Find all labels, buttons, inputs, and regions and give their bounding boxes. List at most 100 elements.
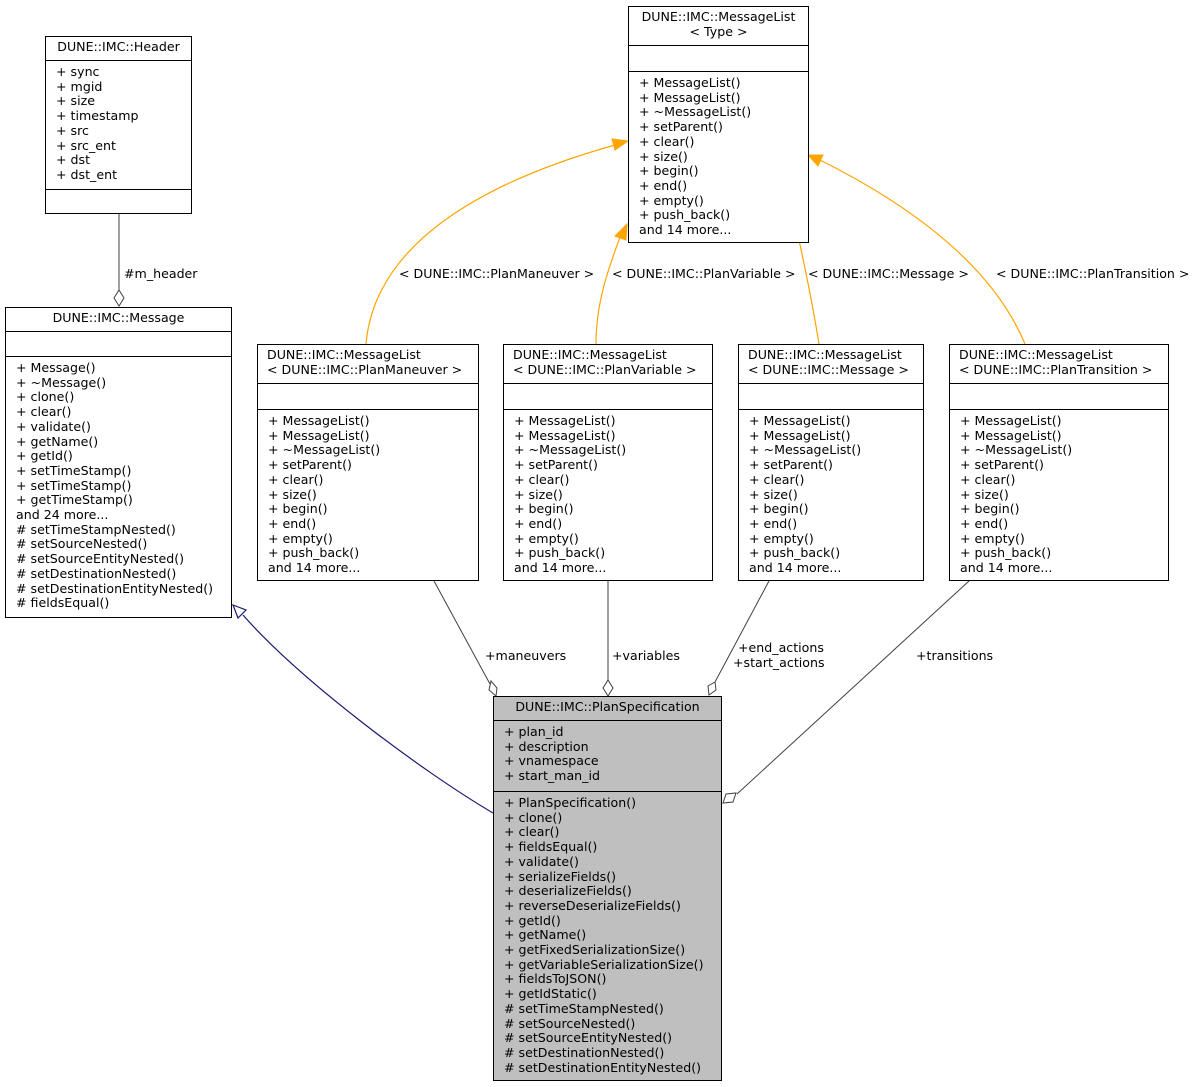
- class-message-operations-line: + getId(): [16, 448, 73, 464]
- class-messagelist-plan-maneuver[interactable]: DUNE::IMC::MessageList< DUNE::IMC::PlanM…: [257, 344, 479, 581]
- edge-label-m-header: #m_header: [124, 266, 198, 281]
- class-ml-message-operations-line: + MessageList(): [749, 427, 851, 443]
- class-message-operations-line: + validate(): [16, 418, 91, 434]
- class-ml-plan-transition-operations-line: and 14 more...: [960, 560, 1053, 576]
- class-header-attributes-line: + src_ent: [56, 137, 116, 153]
- class-plan-specification-title: DUNE::IMC::PlanSpecification: [494, 697, 721, 721]
- class-header-attributes: + sync+ mgid+ size+ timestamp+ src+ src_…: [46, 61, 191, 190]
- class-message-operations-line: + clear(): [16, 404, 72, 420]
- class-messagelist-plan-transition[interactable]: DUNE::IMC::MessageList< DUNE::IMC::PlanT…: [949, 344, 1169, 581]
- class-ml-plan-maneuver-operations-line: + size(): [268, 486, 317, 502]
- class-ml-message-operations-line: and 14 more...: [749, 560, 842, 576]
- class-plan-specification-operations-line: + getId(): [504, 912, 561, 928]
- class-ml-plan-transition-operations-line: + begin(): [960, 501, 1020, 517]
- class-ml-plan-maneuver-operations-line: and 14 more...: [268, 560, 361, 576]
- class-ml-plan-maneuver-title: DUNE::IMC::MessageList< DUNE::IMC::PlanM…: [258, 345, 478, 384]
- class-message-operations-line: # setTimeStampNested(): [16, 521, 176, 537]
- class-plan-specification-operations-line: # setTimeStampNested(): [504, 1000, 664, 1016]
- class-plan-specification[interactable]: DUNE::IMC::PlanSpecification + plan_id+ …: [493, 696, 722, 1081]
- class-plan-specification-operations-line: # setDestinationNested(): [504, 1044, 665, 1060]
- class-ml-plan-variable-operations-line: + end(): [514, 515, 563, 531]
- class-ml-plan-variable-operations-line: + empty(): [514, 530, 579, 546]
- class-message-operations-line: + setTimeStamp(): [16, 477, 132, 493]
- class-plan-specification-operations-line: # setSourceEntityNested(): [504, 1030, 673, 1046]
- class-messagelist-type-attributes: [629, 46, 808, 72]
- class-message-operations-line: + getTimeStamp(): [16, 492, 133, 508]
- class-plan-specification-operations-line: + reverseDeserializeFields(): [504, 897, 681, 913]
- composition-diamond-actions: [707, 681, 717, 696]
- class-ml-plan-transition-operations: + MessageList()+ MessageList()+ ~Message…: [950, 410, 1168, 580]
- class-plan-specification-operations-line: + deserializeFields(): [504, 883, 632, 899]
- class-ml-plan-transition-attributes: [950, 384, 1168, 410]
- class-header-attributes-line: + size: [56, 93, 95, 109]
- class-plan-specification-attributes-line: + description: [504, 738, 589, 754]
- class-ml-plan-variable-attributes: [504, 384, 712, 410]
- class-ml-plan-maneuver-attributes: [258, 384, 478, 410]
- class-plan-specification-operations-line: # setSourceNested(): [504, 1015, 636, 1031]
- edge-label-message: < DUNE::IMC::Message >: [808, 266, 969, 281]
- class-ml-message-operations-line: + push_back(): [749, 545, 841, 561]
- class-ml-message-operations-line: + size(): [749, 486, 798, 502]
- class-message-attributes: [6, 332, 231, 357]
- class-messagelist-type-operations-line: + MessageList(): [639, 89, 741, 105]
- class-ml-plan-transition-operations-line: + setParent(): [960, 457, 1044, 473]
- edge-maneuvers: [433, 580, 491, 685]
- class-messagelist-type-title-line: DUNE::IMC::MessageList: [641, 9, 796, 24]
- class-message-title: DUNE::IMC::Message: [6, 308, 231, 332]
- class-ml-plan-variable-operations: + MessageList()+ MessageList()+ ~Message…: [504, 410, 712, 580]
- class-ml-plan-variable-operations-line: + begin(): [514, 501, 574, 517]
- class-plan-specification-operations-line: + serializeFields(): [504, 868, 617, 884]
- class-message[interactable]: DUNE::IMC::Message + Message()+ ~Message…: [5, 307, 232, 618]
- class-messagelist-type-operations-line: + size(): [639, 148, 688, 164]
- class-ml-plan-maneuver-title-line: < DUNE::IMC::PlanManeuver >: [267, 362, 463, 377]
- edge-inheritance-message: [242, 614, 494, 814]
- class-ml-message-operations: + MessageList()+ MessageList()+ ~Message…: [739, 410, 923, 580]
- class-message-operations-line: and 24 more...: [16, 507, 109, 523]
- class-plan-specification-attributes-line: + vnamespace: [504, 753, 599, 769]
- class-ml-plan-transition-operations-line: + MessageList(): [960, 413, 1062, 428]
- edge-label-transitions: +transitions: [916, 648, 994, 663]
- class-messagelist-type-title: DUNE::IMC::MessageList< Type >: [629, 7, 808, 46]
- class-header-attributes-line: + dst_ent: [56, 166, 118, 182]
- class-message-operations-line: # setDestinationEntityNested(): [16, 580, 214, 596]
- class-messagelist-plan-variable[interactable]: DUNE::IMC::MessageList< DUNE::IMC::PlanV…: [503, 344, 713, 581]
- class-ml-plan-maneuver-operations-line: + MessageList(): [268, 413, 370, 428]
- class-ml-plan-variable-title: DUNE::IMC::MessageList< DUNE::IMC::PlanV…: [504, 345, 712, 384]
- tpl-arrow-plan-variable: [614, 222, 628, 241]
- edge-tpl-message: [798, 239, 820, 345]
- class-plan-specification-attributes-line: + plan_id: [504, 724, 564, 739]
- class-ml-plan-transition-operations-line: + clear(): [960, 471, 1016, 487]
- edge-transitions: [736, 580, 970, 795]
- class-ml-plan-maneuver-operations-line: + ~MessageList(): [268, 442, 381, 458]
- class-messagelist-type[interactable]: DUNE::IMC::MessageList< Type > + Message…: [628, 6, 809, 243]
- class-header[interactable]: DUNE::IMC::Header + sync+ mgid+ size+ ti…: [45, 36, 192, 214]
- class-header-attributes-line: + dst: [56, 152, 91, 168]
- class-messagelist-type-operations-line: + ~MessageList(): [639, 104, 752, 120]
- class-message-operations-line: # setDestinationNested(): [16, 565, 177, 581]
- class-header-title: DUNE::IMC::Header: [46, 37, 191, 61]
- class-ml-plan-maneuver-operations: + MessageList()+ MessageList()+ ~Message…: [258, 410, 478, 580]
- class-ml-plan-transition-title-line: DUNE::IMC::MessageList: [959, 347, 1113, 362]
- class-messagelist-message[interactable]: DUNE::IMC::MessageList< DUNE::IMC::Messa…: [738, 344, 924, 581]
- class-ml-message-operations-line: + ~MessageList(): [749, 442, 862, 458]
- edge-label-plan-maneuver: < DUNE::IMC::PlanManeuver >: [399, 266, 595, 281]
- class-ml-plan-variable-operations-line: + push_back(): [514, 545, 606, 561]
- class-message-operations-line: + ~Message(): [16, 374, 107, 390]
- class-ml-plan-transition-operations-line: + ~MessageList(): [960, 442, 1073, 458]
- class-plan-specification-operations-line: + fieldsEqual(): [504, 839, 598, 855]
- class-ml-message-attributes: [739, 384, 923, 410]
- edge-label-end-actions: +end_actions: [738, 640, 824, 655]
- class-plan-specification-title-line: DUNE::IMC::PlanSpecification: [515, 699, 700, 714]
- class-messagelist-type-operations-line: + empty(): [639, 192, 704, 208]
- class-ml-plan-transition-operations-line: + size(): [960, 486, 1009, 502]
- edge-actions: [714, 580, 770, 683]
- class-messagelist-type-operations-line: + setParent(): [639, 119, 723, 135]
- class-ml-plan-transition-title: DUNE::IMC::MessageList< DUNE::IMC::PlanT…: [950, 345, 1168, 384]
- class-plan-specification-operations-line: + PlanSpecification(): [504, 795, 637, 810]
- class-ml-plan-transition-operations-line: + empty(): [960, 530, 1025, 546]
- edge-tpl-plan-maneuver: [365, 144, 616, 345]
- class-messagelist-type-operations-line: + end(): [639, 177, 688, 193]
- class-messagelist-type-operations: + MessageList()+ MessageList()+ ~Message…: [629, 72, 808, 242]
- class-message-operations-line: # fieldsEqual(): [16, 595, 110, 611]
- class-ml-plan-maneuver-operations-line: + clear(): [268, 471, 324, 487]
